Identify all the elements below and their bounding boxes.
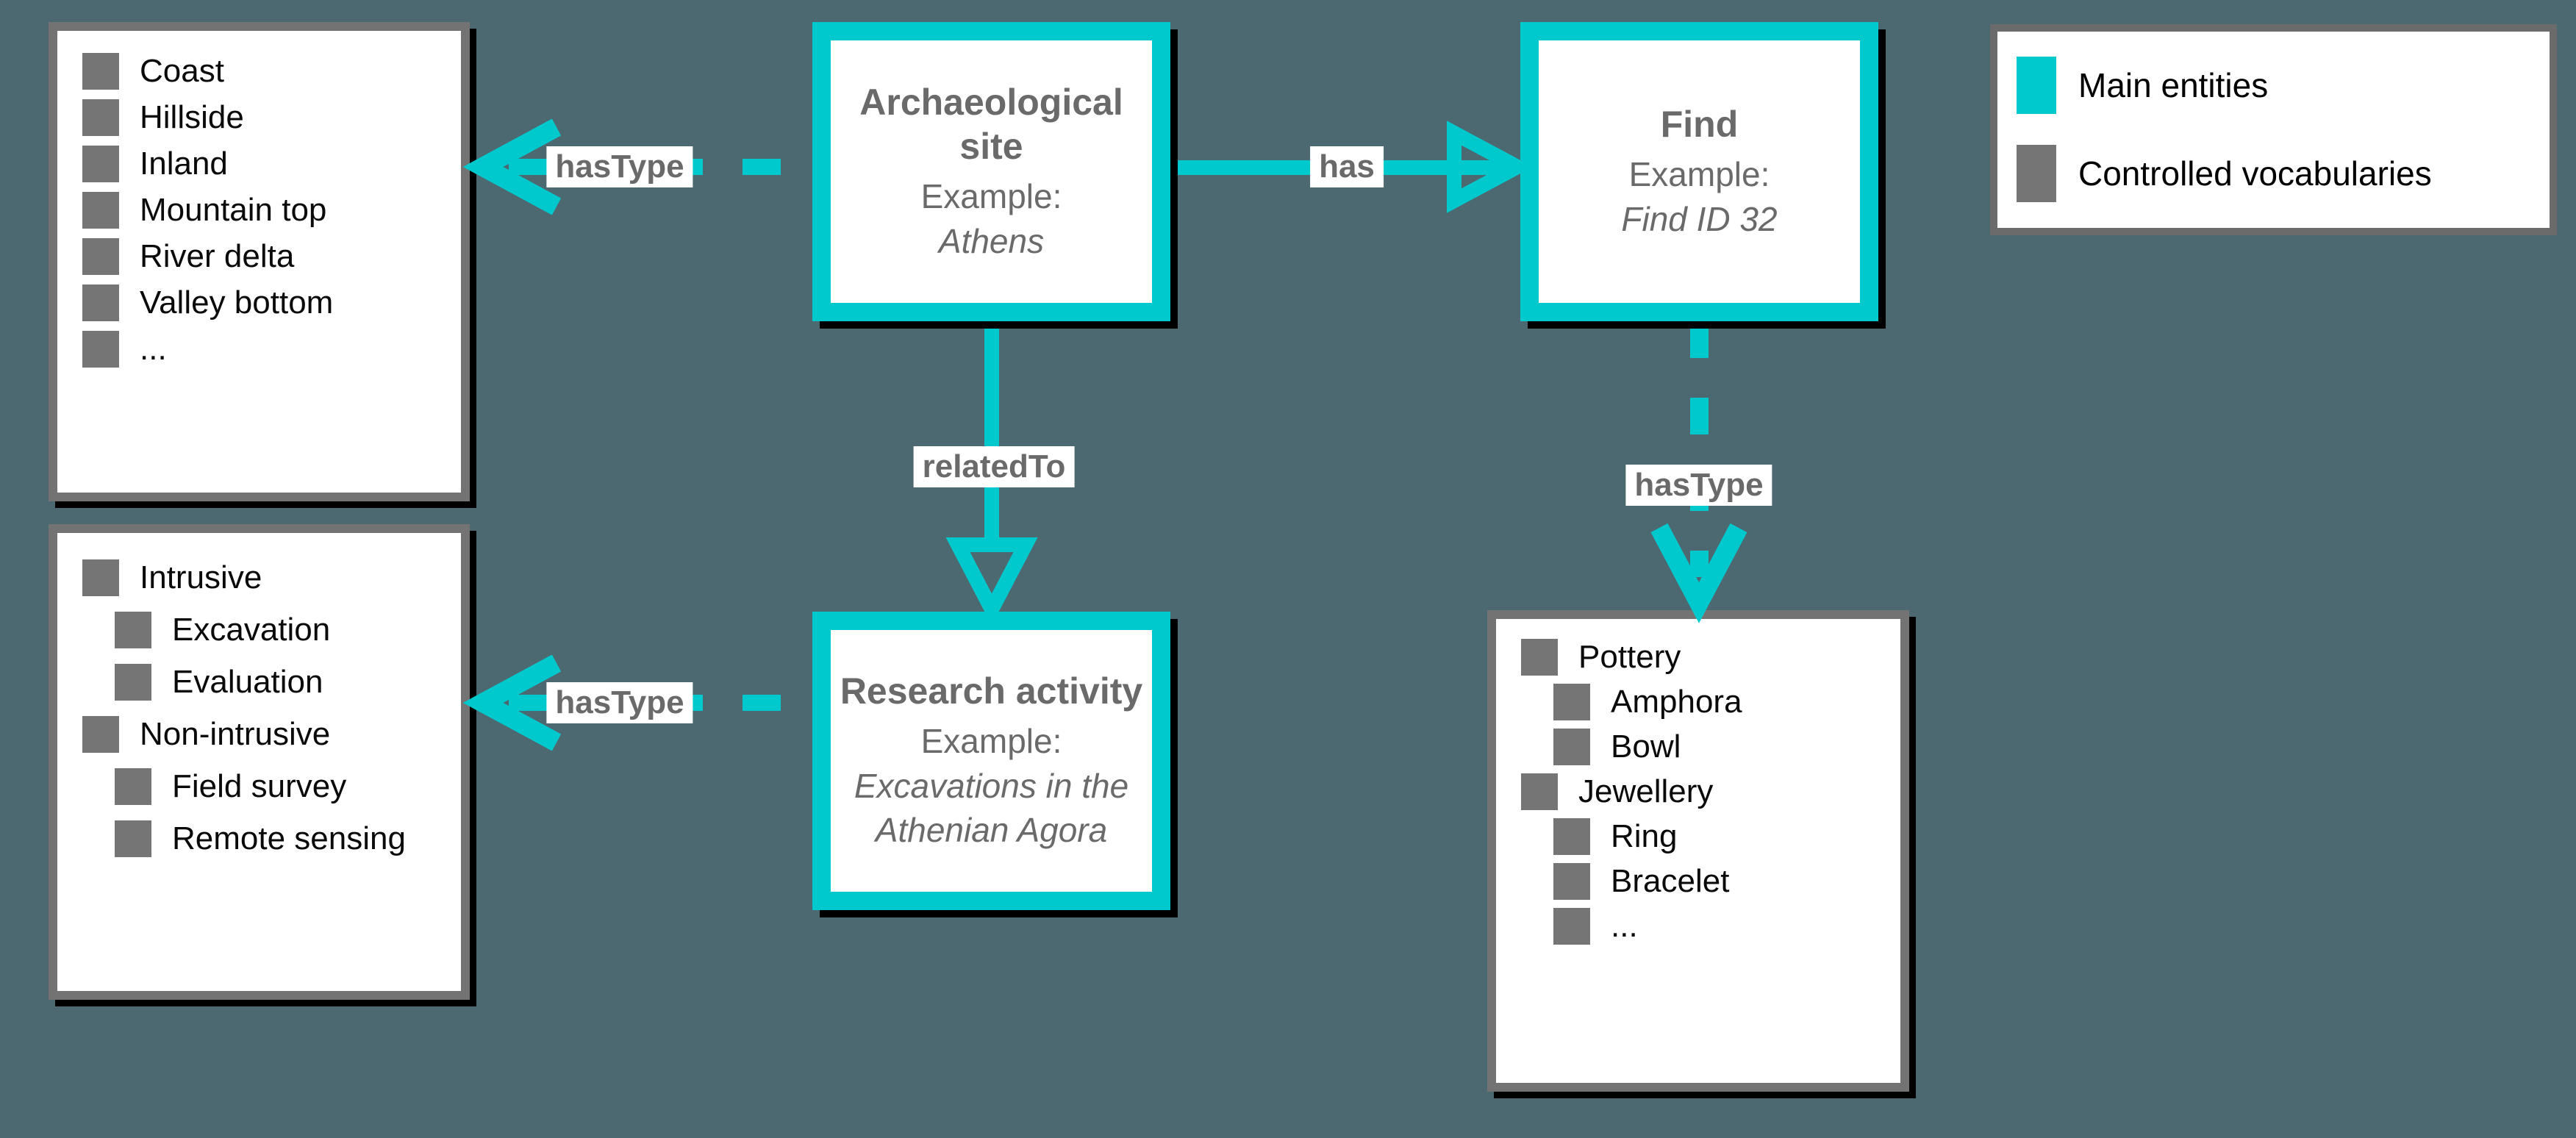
vocab-item-label: Valley bottom — [140, 284, 334, 321]
entity-example-label: Example: — [920, 721, 1062, 760]
vocab-item-label: ... — [1611, 908, 1638, 944]
vocab-item-label: Amphora — [1611, 684, 1742, 720]
entity-box-find: Find Example: Find ID 32 — [1520, 22, 1878, 321]
vocab-item-ellipsis: ... — [57, 331, 461, 368]
vocab-item-label: Intrusive — [140, 559, 262, 595]
vocab-item-jewellery: Jewellery — [1496, 773, 1900, 810]
triangle-right-arrowhead-icon — [1447, 121, 1534, 213]
vocab-box-research-activity-types: Intrusive Excavation Evaluation Non-intr… — [49, 524, 470, 1000]
legend-item-controlled-vocabularies: Controlled vocabularies — [2017, 145, 2550, 202]
vocab-item-label: Excavation — [172, 612, 331, 648]
vocab-item-coast: Coast — [57, 53, 461, 90]
vocab-square-icon — [1521, 773, 1558, 810]
chevron-left-arrowhead-icon — [462, 654, 562, 751]
vocab-item-label: Inland — [140, 146, 228, 182]
vocab-item-river-delta: River delta — [57, 238, 461, 275]
relation-label-relatedto: relatedTo — [913, 446, 1075, 487]
vocab-item-ring: Ring — [1496, 818, 1900, 855]
vocab-square-icon — [1553, 729, 1590, 765]
vocab-item-label: Coast — [140, 53, 224, 89]
vocab-square-icon — [115, 768, 151, 805]
relation-label-hastype-site: hasType — [546, 146, 693, 187]
vocab-item-pottery: Pottery — [1496, 639, 1900, 676]
vocab-item-label: Mountain top — [140, 192, 327, 228]
vocab-item-label: ... — [140, 331, 167, 367]
vocab-item-label: Non-intrusive — [140, 716, 331, 752]
main-entities-swatch-icon — [2017, 57, 2056, 114]
vocab-item-label: Pottery — [1578, 639, 1681, 675]
vocab-item-label: Evaluation — [172, 664, 323, 700]
vocab-square-icon — [115, 612, 151, 648]
vocab-item-hillside: Hillside — [57, 99, 461, 136]
vocab-item-remote-sensing: Remote sensing — [57, 820, 461, 857]
vocab-item-inland: Inland — [57, 146, 461, 182]
vocab-square-icon — [1553, 863, 1590, 900]
vocab-item-label: Jewellery — [1578, 773, 1714, 809]
vocab-square-icon — [1553, 684, 1590, 720]
entity-title: Research activity — [840, 670, 1143, 712]
vocab-item-bracelet: Bracelet — [1496, 863, 1900, 900]
legend: Main entities Controlled vocabularies — [1990, 24, 2557, 235]
vocab-item-label: Remote sensing — [172, 820, 406, 856]
vocab-square-icon — [115, 664, 151, 701]
vocab-item-label: Bowl — [1611, 729, 1681, 765]
vocab-item-field-survey: Field survey — [57, 768, 461, 805]
vocab-item-evaluation: Evaluation — [57, 664, 461, 701]
vocab-item-amphora: Amphora — [1496, 684, 1900, 720]
triangle-down-arrowhead-icon — [945, 537, 1038, 626]
vocab-square-icon — [1553, 818, 1590, 855]
vocab-box-site-types: Coast Hillside Inland Mountain top River… — [49, 22, 470, 501]
entity-title: Find — [1660, 103, 1739, 145]
vocab-square-icon — [82, 284, 119, 321]
vocab-square-icon — [1521, 639, 1558, 676]
vocab-item-label: Hillside — [140, 99, 244, 135]
entity-example-value: Athens — [938, 221, 1045, 260]
relatedto-solid-line — [984, 321, 999, 548]
vocab-item-intrusive: Intrusive — [57, 559, 461, 596]
vocab-item-label: Field survey — [172, 768, 347, 804]
relation-label-hastype-research: hasType — [546, 682, 693, 723]
hastype-find-dashed-line — [1690, 321, 1709, 577]
controlled-vocabularies-swatch-icon — [2017, 145, 2056, 202]
entity-title: Archaeological site — [859, 81, 1123, 167]
vocab-square-icon — [82, 716, 119, 753]
vocab-item-label: River delta — [140, 238, 295, 274]
relation-label-hastype-find: hasType — [1625, 465, 1772, 506]
entity-example-label: Example: — [1628, 154, 1770, 193]
legend-label: Main entities — [2078, 66, 2269, 104]
vocab-item-mountain-top: Mountain top — [57, 192, 461, 229]
vocab-item-valley-bottom: Valley bottom — [57, 284, 461, 321]
entity-box-archaeological-site: Archaeological site Example: Athens — [812, 22, 1170, 321]
vocab-square-icon — [82, 238, 119, 275]
vocab-item-non-intrusive: Non-intrusive — [57, 716, 461, 753]
entity-example-value: Find ID 32 — [1621, 199, 1778, 238]
vocab-square-icon — [82, 99, 119, 136]
chevron-down-arrowhead-icon — [1650, 523, 1747, 623]
entity-box-research-activity: Research activity Example: Excavations i… — [812, 612, 1170, 910]
vocab-item-label: Bracelet — [1611, 863, 1730, 899]
vocab-item-ellipsis: ... — [1496, 908, 1900, 945]
vocab-item-label: Ring — [1611, 818, 1678, 854]
vocab-item-excavation: Excavation — [57, 612, 461, 648]
vocab-square-icon — [82, 146, 119, 182]
entity-example-value: Excavations in the Athenian Agora — [854, 766, 1129, 850]
vocab-item-bowl: Bowl — [1496, 729, 1900, 765]
relation-label-has: has — [1310, 146, 1384, 187]
legend-item-main-entities: Main entities — [2017, 57, 2550, 114]
entity-example-label: Example: — [920, 176, 1062, 215]
vocab-square-icon — [82, 331, 119, 368]
vocab-square-icon — [82, 559, 119, 596]
vocab-square-icon — [82, 53, 119, 90]
vocab-square-icon — [82, 192, 119, 229]
chevron-left-arrowhead-icon — [462, 118, 562, 215]
vocab-box-find-types: Pottery Amphora Bowl Jewellery Ring Brac… — [1487, 610, 1909, 1092]
vocab-square-icon — [1553, 908, 1590, 945]
legend-label: Controlled vocabularies — [2078, 154, 2432, 193]
vocab-square-icon — [115, 820, 151, 857]
